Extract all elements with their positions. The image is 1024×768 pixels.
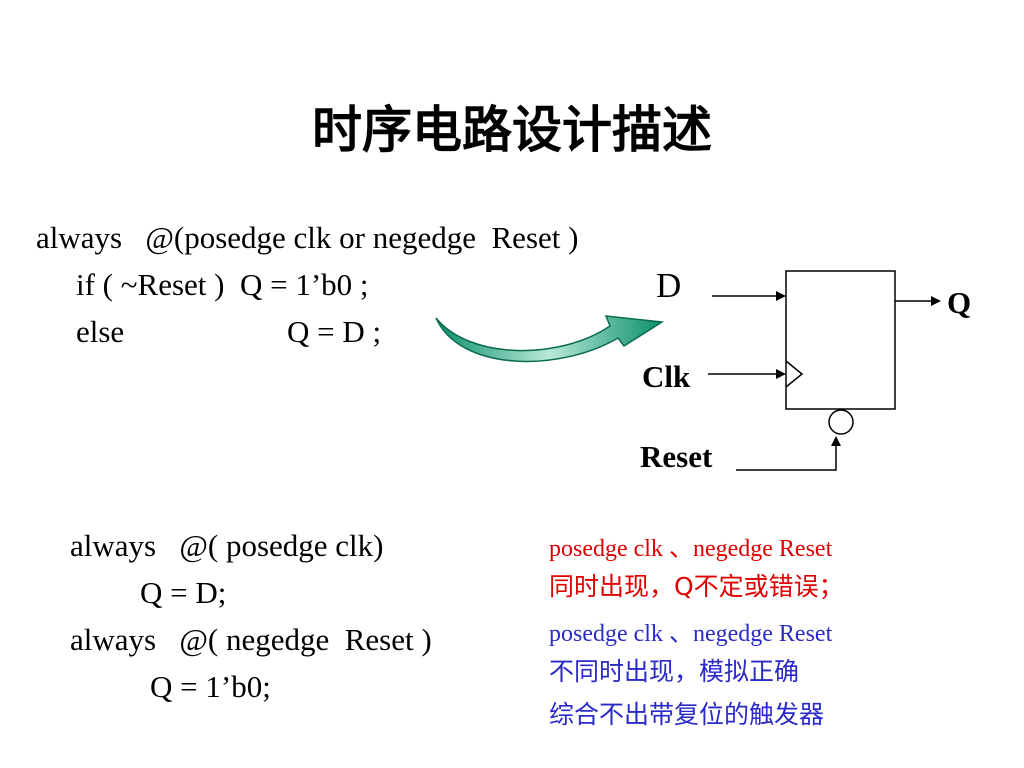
code2-line3: always @( negedge Reset ) bbox=[70, 622, 432, 657]
d-arrowhead-icon bbox=[776, 291, 786, 301]
reset-bubble-icon bbox=[828, 409, 854, 435]
code2-line1: always @( posedge clk) bbox=[70, 528, 384, 563]
note2-line3: 综合不出带复位的触发器 bbox=[549, 700, 825, 729]
clock-triangle-icon bbox=[785, 360, 804, 388]
code2-line2: Q = D; bbox=[140, 575, 227, 610]
code1-line3-else: else bbox=[76, 314, 125, 349]
reset-wire bbox=[736, 444, 837, 471]
note1-line1: posedge clk 、negedge Reset bbox=[549, 536, 833, 562]
d-input-label: D bbox=[656, 266, 682, 305]
curved-arrow-icon bbox=[435, 315, 665, 363]
note2-line1: posedge clk 、negedge Reset bbox=[549, 621, 833, 647]
reset-label: Reset bbox=[640, 439, 713, 474]
q-output-label: Q bbox=[947, 285, 972, 320]
q-arrowhead-icon bbox=[931, 296, 941, 306]
code1-line2: if ( ~Reset ) Q = 1’b0 ; bbox=[76, 267, 369, 302]
flipflop-box bbox=[785, 270, 896, 410]
code2-line4: Q = 1’b0; bbox=[150, 669, 271, 704]
note1-line2: 同时出现，Q不定或错误； bbox=[549, 572, 844, 601]
code1-line3-statement: Q = D ; bbox=[287, 314, 382, 349]
code1-line1: always @(posedge clk or negedge Reset ) bbox=[36, 220, 579, 255]
note2-line2: 不同时出现，模拟正确 bbox=[549, 657, 800, 686]
clk-label: Clk bbox=[642, 359, 691, 394]
reset-arrowhead-icon bbox=[831, 436, 841, 446]
clk-arrowhead-icon bbox=[776, 369, 786, 379]
slide-title: 时序电路设计描述 bbox=[312, 101, 712, 159]
